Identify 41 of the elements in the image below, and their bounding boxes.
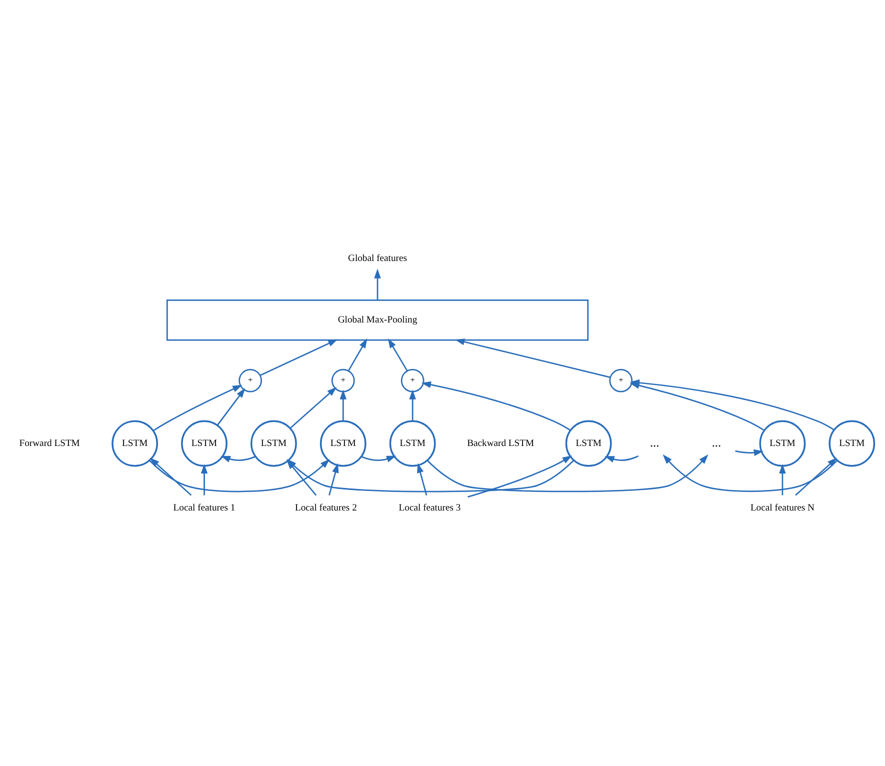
node-text: ... [649, 436, 659, 450]
arrow [629, 382, 764, 431]
arrow [420, 381, 570, 431]
arrow [339, 390, 346, 422]
arrow [778, 464, 786, 496]
label: Forward LSTM [18, 438, 80, 450]
node-circle: LSTM [319, 420, 366, 467]
node-text: ... [711, 436, 721, 450]
arrow [200, 464, 208, 496]
node-text: Global features [348, 252, 406, 264]
arrow [216, 388, 245, 426]
arrow [794, 458, 837, 496]
arrow [152, 384, 242, 432]
node-circle: LSTM [758, 420, 806, 467]
arrow [416, 463, 427, 496]
node-circle: LSTM [250, 420, 296, 467]
label: Backward LSTM [466, 438, 534, 450]
node-text: Local features N [750, 502, 814, 514]
arrow [604, 455, 638, 463]
arrow [149, 458, 192, 496]
node-box: Global Max-Pooling [166, 299, 588, 341]
arrow [328, 463, 338, 496]
arrow [467, 456, 572, 498]
arrow [220, 456, 256, 462]
arrow [662, 454, 838, 492]
node-circle: LSTM [388, 420, 436, 467]
arrow [360, 456, 396, 462]
arrow [374, 268, 380, 300]
node-text: Local features 3 [398, 502, 460, 514]
node-text: Local features 2 [294, 502, 356, 514]
arrow [454, 338, 610, 378]
node-circle: LSTM [564, 420, 612, 467]
arrow [259, 339, 338, 376]
arrow [387, 338, 408, 372]
arrow [426, 454, 708, 492]
arrow [289, 386, 336, 429]
node-circle: LSTM [180, 420, 227, 467]
arrow [347, 338, 367, 372]
arrow [734, 449, 764, 456]
arrow [408, 390, 416, 422]
node-text: Local features 1 [172, 502, 235, 514]
